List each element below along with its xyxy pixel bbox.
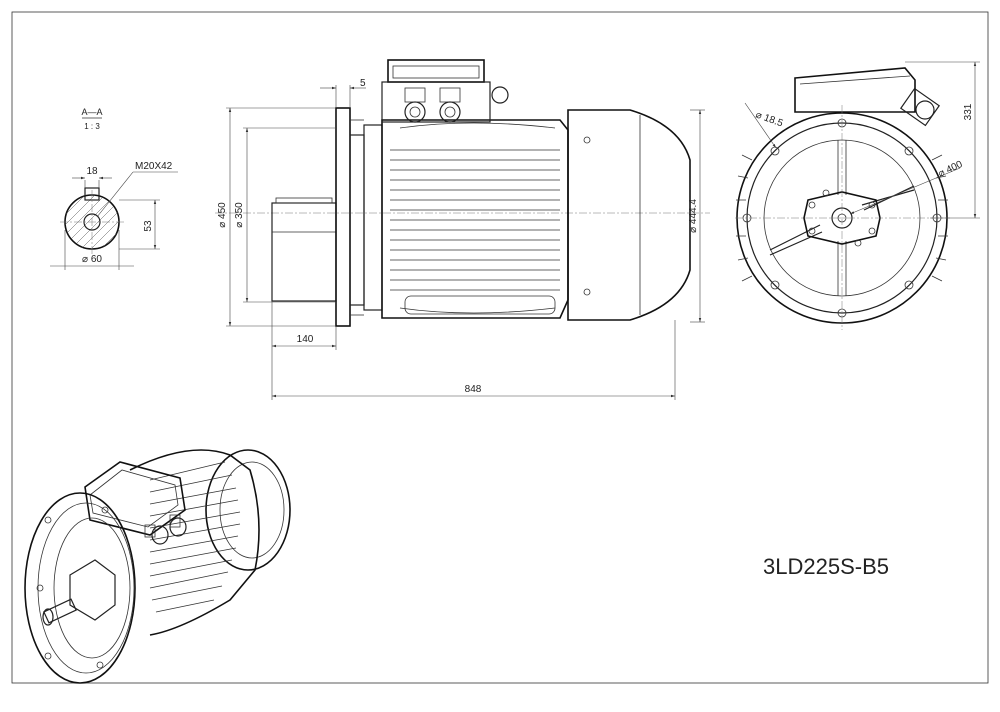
end-hub [803, 191, 881, 245]
shaft-diameter-label: ⌀ 60 [82, 254, 102, 265]
iso-flange [24, 492, 136, 684]
height-label: 331 [963, 103, 974, 120]
flange-thickness-label: 5 [360, 78, 366, 89]
end-terminal-box [794, 67, 916, 113]
flange [335, 107, 351, 327]
iso-terminal-box [84, 461, 186, 536]
section-label: A—A [81, 107, 102, 117]
hole-diameter-label: ⌀ 18.5 [754, 109, 785, 129]
section-scale: 1 : 3 [84, 122, 100, 131]
iso-shaft [43, 598, 77, 624]
iso-body [129, 449, 260, 636]
side-view: 5 ⌀ 450 ⌀ 350 ⌀ 444.4 140 848 [215, 59, 710, 400]
shaft-outline [271, 202, 337, 302]
key-height-label: 53 [143, 220, 154, 232]
spigot-diameter-label: ⌀ 350 [234, 202, 245, 228]
shaft-length-label: 140 [297, 334, 314, 345]
end-view: ⌀ 18.5 ⌀ 400 331 [735, 61, 980, 330]
pcd-label: ⌀ 400 [937, 159, 965, 180]
model-title: 3LD225S-B5 [763, 554, 889, 579]
shaft-hatching [65, 195, 119, 249]
thread-label: M20X42 [135, 161, 173, 172]
fan-cover [567, 109, 691, 321]
lifting-eye [491, 86, 509, 104]
cable-gland-1 [404, 101, 426, 123]
sheet-border [11, 11, 989, 684]
overall-length-label: 848 [465, 384, 482, 395]
cooling-fins [390, 149, 560, 291]
cable-gland-2 [439, 101, 461, 123]
shaft-section-view: A—A 1 : 3 18 M20X4 [50, 107, 178, 270]
key-width-label: 18 [86, 166, 98, 177]
terminal-box [381, 59, 509, 123]
isometric-view [24, 449, 291, 684]
flange-diameter-label: ⌀ 450 [217, 202, 228, 228]
body-diameter-label: ⌀ 444.4 [688, 199, 699, 233]
